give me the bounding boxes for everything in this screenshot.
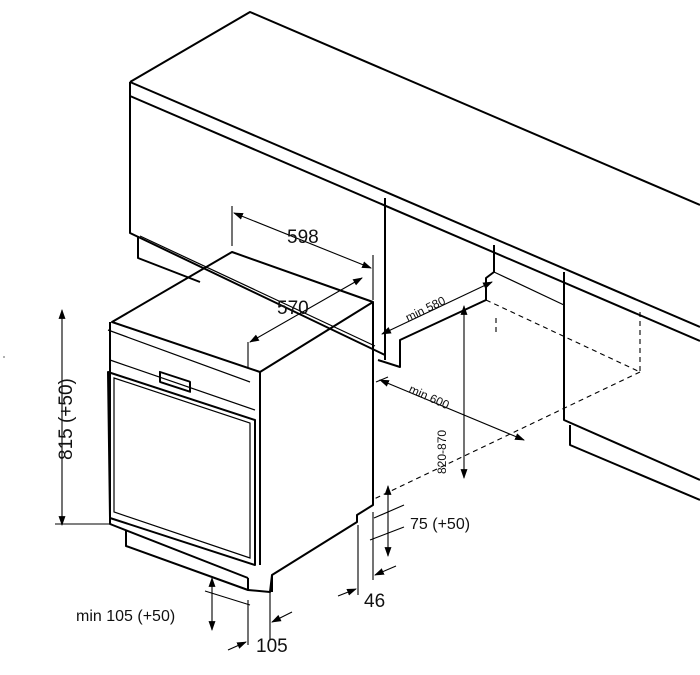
dim-min-580: min 580 (381, 281, 493, 335)
dim-815-label: 815 (+50) (56, 378, 77, 460)
dim-min-600: min 600 (375, 376, 525, 441)
dim-815: 815 (+50) (55, 309, 112, 526)
dim-46: 46 (337, 512, 397, 612)
dim-570: 570 (247, 277, 363, 368)
dim-105: 105 (227, 592, 293, 657)
niche-back (377, 245, 565, 368)
dim-75: 75 (+50) (369, 485, 470, 557)
dishwasher (107, 251, 374, 593)
dim-570-label: 570 (277, 298, 309, 319)
dim-598-label: 598 (287, 227, 319, 248)
dim-105-label: 105 (256, 636, 288, 657)
right-cabinet (563, 272, 700, 501)
dim-820-870-label: 820-870 (435, 430, 449, 474)
dim-46-label: 46 (364, 591, 385, 612)
dim-75-label: 75 (+50) (410, 516, 470, 533)
dim-min-600-label: min 600 (407, 382, 452, 412)
dim-598: 598 (231, 206, 374, 300)
stray-dot (3, 356, 5, 358)
niche-floor-outline (371, 299, 641, 501)
dim-min-105: min 105 (+50) (76, 577, 251, 631)
dim-820-870: 820-870 (435, 305, 468, 479)
dim-min-105-label: min 105 (+50) (76, 608, 175, 625)
countertop (129, 11, 700, 342)
left-cabinet (129, 96, 386, 360)
